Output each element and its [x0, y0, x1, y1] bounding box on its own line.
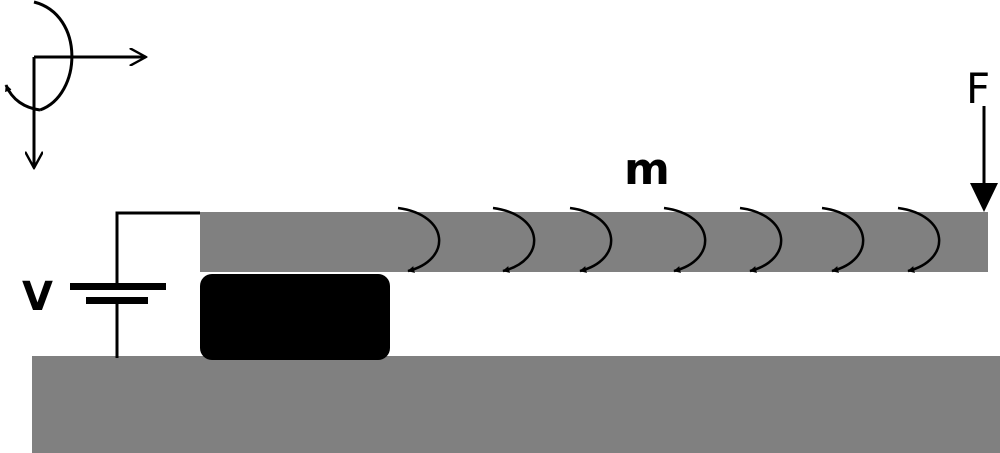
- curved-arrow-icon: [569, 206, 613, 273]
- top-wire: [115, 211, 200, 284]
- curved-arrow-icon: [821, 206, 865, 273]
- battery-symbol-icon: [70, 211, 200, 358]
- curved-arrow-icon: [397, 206, 441, 273]
- substrate: [32, 356, 1000, 453]
- moment-arrows: [397, 206, 941, 273]
- curved-arrow-icon: [492, 206, 536, 273]
- rotation-arc: [33, 0, 74, 112]
- battery-long-plate: [70, 283, 166, 290]
- down-arrow-icon: [970, 106, 998, 212]
- moment-label: m: [624, 144, 670, 195]
- battery-short-plate: [86, 297, 148, 304]
- curved-arrow-icon: [739, 206, 783, 273]
- force-arrowhead: [970, 183, 998, 212]
- coordinate-axes-icon: [4, 0, 146, 168]
- cantilever-beam: [200, 212, 988, 272]
- curved-arrow-icon: [897, 206, 941, 273]
- force-label: F: [966, 64, 990, 113]
- voltage-label: V: [22, 274, 53, 320]
- curved-arrow-icon: [663, 206, 707, 273]
- rotation-arrow-tip: [4, 84, 41, 112]
- actuator-block: [200, 274, 390, 360]
